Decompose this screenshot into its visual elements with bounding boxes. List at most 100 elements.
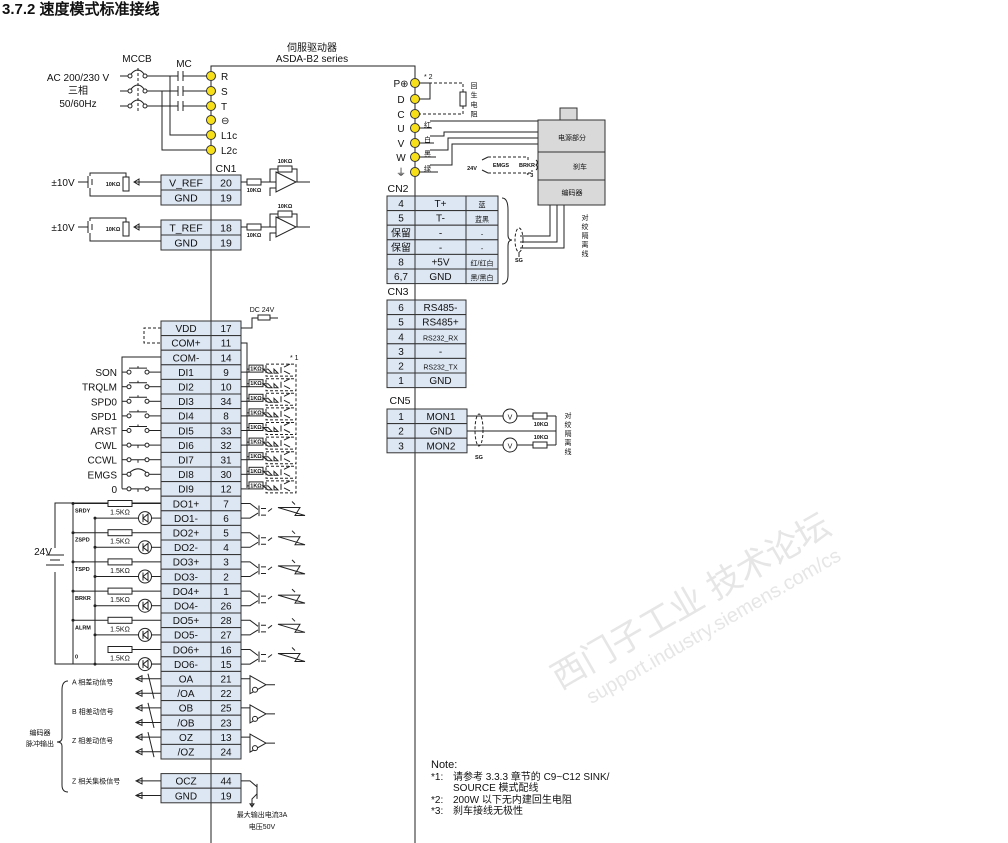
cn1-pin: 12	[220, 485, 232, 496]
opto-resistor-label: 1KΩ	[250, 367, 262, 373]
cn1-signal: DO4-	[174, 602, 198, 613]
switch-contact	[126, 369, 132, 375]
output-opto	[241, 647, 306, 665]
cn1-pin: 19	[220, 237, 232, 249]
mccb-contact	[142, 73, 148, 79]
do-supply-label: 24V	[34, 547, 52, 558]
input-resistor-label: 10KΩ	[247, 188, 262, 194]
resistor-label: 1.5KΩ	[110, 597, 130, 604]
cn1-signal: DO4+	[173, 587, 200, 598]
cn3-signal: GND	[429, 376, 451, 387]
cn3-pin: 6	[398, 303, 404, 314]
diode	[142, 542, 149, 553]
wire-color-label: 白	[424, 135, 431, 144]
led-icon	[138, 627, 152, 642]
line-driver	[241, 674, 275, 695]
opto-box	[265, 407, 297, 421]
op-amp	[275, 216, 298, 238]
twisted-pair-label: 线	[582, 249, 589, 258]
analog-supply-label: ±10V	[51, 178, 75, 189]
cn1-signal: OZ	[179, 733, 193, 744]
note-3-line-1: 刹车接线无极性	[453, 804, 523, 817]
cn1-signal: GND	[175, 791, 197, 802]
nc-switch	[131, 488, 145, 492]
section-title: 3.7.2 速度模式标准接线	[2, 0, 160, 18]
no-switch	[129, 424, 147, 427]
switch-contact	[126, 384, 132, 390]
cn1-pin: 27	[220, 631, 232, 642]
encoder-title-1: 编码器	[30, 728, 51, 737]
potentiometer	[122, 221, 130, 237]
cn2-signal: -	[439, 228, 442, 239]
motor-power-wire	[430, 131, 538, 137]
regen-label: 生	[471, 91, 478, 100]
potentiometer	[122, 176, 130, 192]
cn1-signal: /OA	[177, 689, 195, 700]
cn1-pin: 17	[220, 324, 232, 335]
cn2-pin: 6,7	[394, 272, 408, 283]
di-label: SON	[95, 368, 117, 379]
opto-resistor-label: 1KΩ	[250, 454, 262, 460]
cn1-pin: 5	[223, 529, 229, 540]
node	[93, 662, 97, 666]
cn1-pin: 9	[223, 368, 229, 379]
analog-supply-label: ±10V	[51, 223, 75, 234]
op-amp	[275, 171, 298, 193]
cn1-pin: 20	[220, 177, 232, 189]
motor-terminal-label: C	[397, 110, 404, 121]
terminal-2	[206, 101, 216, 111]
encoder-group-label: Z 相差动信号	[72, 736, 113, 745]
cn5-pin: 2	[398, 427, 404, 438]
cn2-shield-label: SG	[515, 258, 523, 264]
switch-contact	[144, 384, 150, 390]
cn3-signal: RS232_RX	[423, 335, 458, 342]
di-label: TRQLM	[82, 383, 117, 394]
input-resistor	[246, 223, 262, 231]
cn1-signal: /OB	[177, 718, 195, 729]
opto-coupler	[247, 465, 291, 477]
motor-terminal-6	[410, 167, 420, 177]
cn5-shield-label: SG	[475, 455, 483, 461]
regen-resistor	[459, 91, 467, 107]
motor-terminal-label: U	[397, 124, 404, 135]
cn1-signal: DO3+	[173, 558, 200, 569]
com-plus-bus	[241, 342, 248, 488]
cn5-twisted-label: 线	[565, 447, 572, 456]
opto-resistor-label: 1KΩ	[250, 396, 262, 402]
fuse	[257, 314, 271, 321]
wire-color-label: 绿	[424, 164, 431, 173]
cn1-signal: V_REF	[169, 177, 203, 189]
cn5-signal: MON2	[427, 441, 456, 452]
motor-terminal-label: W	[396, 153, 406, 164]
no-switch	[129, 409, 147, 413]
cn1-pin: 6	[223, 514, 229, 525]
cable-shield	[514, 227, 524, 253]
cn1-signal: DI9	[178, 485, 194, 496]
pot-label: 10KΩ	[106, 227, 121, 233]
cn1-signal: DI5	[178, 426, 194, 437]
cn1-pin: 28	[220, 616, 232, 627]
cn1-signal: T_REF	[169, 222, 202, 234]
cn2-wire-color: 红/红白	[471, 259, 494, 268]
cn1-signal: GND	[174, 237, 198, 249]
cn1-signal: DI1	[178, 368, 194, 379]
cn3-label: CN3	[387, 286, 408, 298]
note-1-line-1: 请参考 3.3.3 章节的 C9~C12 SINK/	[453, 770, 610, 783]
driver-name: 伺服驱动器	[287, 41, 337, 54]
node	[71, 589, 75, 593]
opto-coupler	[247, 422, 291, 433]
output-opto	[241, 501, 306, 519]
opto-coupler	[247, 451, 291, 463]
cn1-pin: 33	[220, 426, 232, 437]
output-arrow	[134, 791, 161, 800]
mccb-contact	[142, 88, 148, 94]
node	[71, 502, 75, 505]
cn2-signal: GND	[429, 272, 451, 283]
cn1-pin: 19	[220, 192, 232, 204]
regen-label: 回	[471, 82, 478, 90]
di-label: 0	[111, 485, 117, 496]
inverter-bubble	[252, 686, 258, 693]
